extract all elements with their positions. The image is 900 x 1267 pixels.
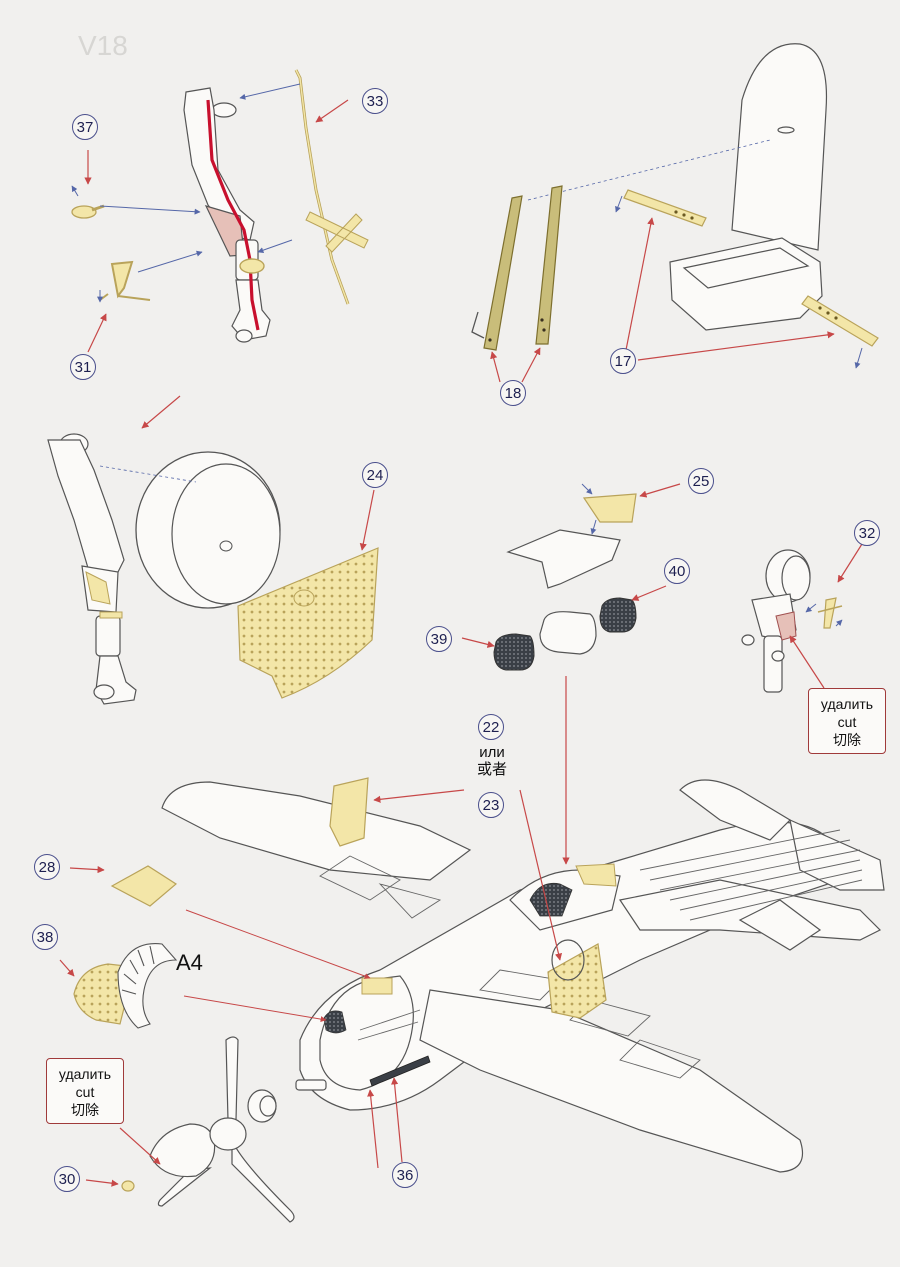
gear-leg-upper <box>183 87 271 343</box>
callout-36: 36 <box>392 1162 418 1188</box>
callout-39: 39 <box>426 626 452 652</box>
cut-note-left-cn: 切除 <box>71 1102 99 1118</box>
part-22-standalone <box>329 777 369 847</box>
part-33-cross <box>305 211 369 253</box>
callout-24: 24 <box>362 462 388 488</box>
part-label-a4: A4 <box>176 950 203 975</box>
pilot-seat <box>669 43 828 331</box>
callout-25: 25 <box>688 468 714 494</box>
installed-part-28 <box>361 977 393 995</box>
part-37-bracket <box>71 185 201 219</box>
callout-17: 17 <box>610 348 636 374</box>
callout-40: 40 <box>664 558 690 584</box>
cut-note-left-ru: удалить <box>58 1066 112 1082</box>
or-label-cn: 或者 <box>476 761 507 778</box>
part-32-strut <box>817 597 843 629</box>
callout-38: 38 <box>32 924 58 950</box>
callout-23: 23 <box>478 792 504 818</box>
cut-note-left: удалить cut 切除 <box>46 1058 124 1124</box>
part-31-strut <box>99 260 151 301</box>
cowl-cooling-grill <box>323 1010 347 1034</box>
or-label-ru: или <box>479 744 505 761</box>
part-22-23-flap <box>547 943 607 1019</box>
part-39-mesh <box>493 633 535 671</box>
part-17-belts <box>623 189 879 347</box>
propeller <box>149 1036 295 1223</box>
page-marker: V18 <box>78 30 128 61</box>
part-36-exhaust <box>369 1055 431 1087</box>
etch-clamp <box>239 258 265 274</box>
part-40-mesh <box>599 597 637 633</box>
part-30-washer <box>121 1180 135 1192</box>
gear-etch-detail <box>85 571 111 605</box>
cut-note-right-en: cut <box>837 714 857 730</box>
callout-31: 31 <box>70 354 96 380</box>
cut-note-left-en: cut <box>75 1084 95 1100</box>
tail-wheel <box>741 549 811 693</box>
callout-18: 18 <box>500 380 526 406</box>
brake-line-red <box>206 99 260 331</box>
part-a4-ring <box>117 943 178 1029</box>
cowl-insert <box>506 493 637 589</box>
spinner-backplate <box>247 1089 277 1123</box>
part-28-panel <box>110 865 178 907</box>
callout-30: 30 <box>54 1166 80 1192</box>
main-wheel <box>135 451 281 609</box>
tail-wheel-ring <box>551 939 585 981</box>
oil-cooler <box>493 597 637 671</box>
callout-37: 37 <box>72 114 98 140</box>
gear-leg-lower <box>47 433 137 705</box>
cut-note-right: удалить cut 切除 <box>808 688 886 754</box>
cut-note-right-cn: 切除 <box>833 732 861 748</box>
cowl-mesh-installed <box>529 863 617 917</box>
part-24-wheel-cover <box>237 547 379 699</box>
callout-28: 28 <box>34 854 60 880</box>
callout-22: 22 <box>478 714 504 740</box>
callout-33: 33 <box>362 88 388 114</box>
callout-32: 32 <box>854 520 880 546</box>
or-label: или 或者 <box>466 744 518 778</box>
gear-etch-ring <box>99 611 123 619</box>
cut-note-right-ru: удалить <box>820 696 874 712</box>
part-18-shoulder-straps <box>471 185 563 351</box>
